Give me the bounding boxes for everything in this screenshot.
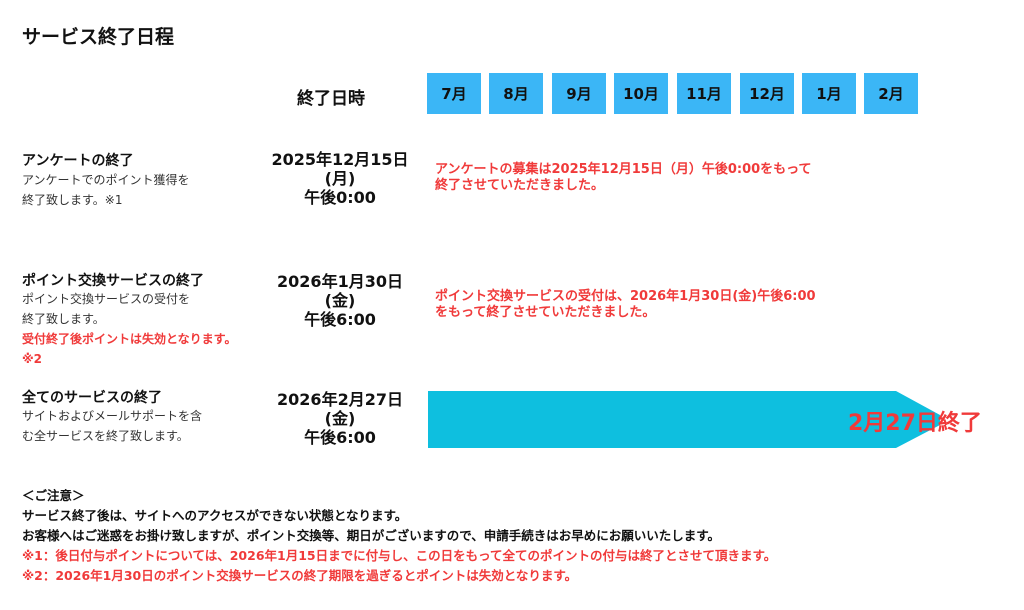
month-8: 8月 [489, 73, 543, 114]
row-date: 2025年12月15日(月)午後0:00 [271, 150, 409, 207]
row-title: アンケートの終了 [22, 153, 134, 169]
arrow-label: 2月27日終了 [848, 411, 982, 436]
row-date: 2026年2月27日(金)午後6:00 [277, 390, 403, 447]
row-description: アンケートでのポイント獲得を終了致します。※1 [22, 173, 190, 207]
row-description: ポイント交換サービスの受付を終了致します。受付終了後ポイントは失効となります。※… [22, 289, 252, 369]
end-datetime-header: 終了日時 [297, 89, 365, 109]
row-warning: 受付終了後ポイントは失効となります。※2 [22, 332, 237, 366]
row-title: ポイント交換サービスの終了 [22, 273, 204, 289]
month-9: 9月 [552, 73, 606, 114]
month-11: 11月 [677, 73, 731, 114]
page-title: サービス終了日程 [22, 26, 175, 48]
timeline-arrow [428, 391, 940, 448]
row-description: サイトおよびメールサポートを含む全サービスを終了致します。 [22, 409, 203, 443]
month-12: 12月 [740, 73, 794, 114]
month-10: 10月 [614, 73, 668, 114]
month-2: 2月 [864, 73, 918, 114]
month-7: 7月 [427, 73, 481, 114]
row-title: 全てのサービスの終了 [22, 390, 162, 406]
row-date: 2026年1月30日(金)午後6:00 [277, 272, 403, 329]
month-1: 1月 [802, 73, 856, 114]
row-message: アンケートの募集は2025年12月15日（月）午後0:00をもって終了させていた… [435, 162, 812, 193]
notes: ＜ご注意＞ サービス終了後は、サイトへのアクセスができない状態となります。 お客… [22, 488, 777, 583]
